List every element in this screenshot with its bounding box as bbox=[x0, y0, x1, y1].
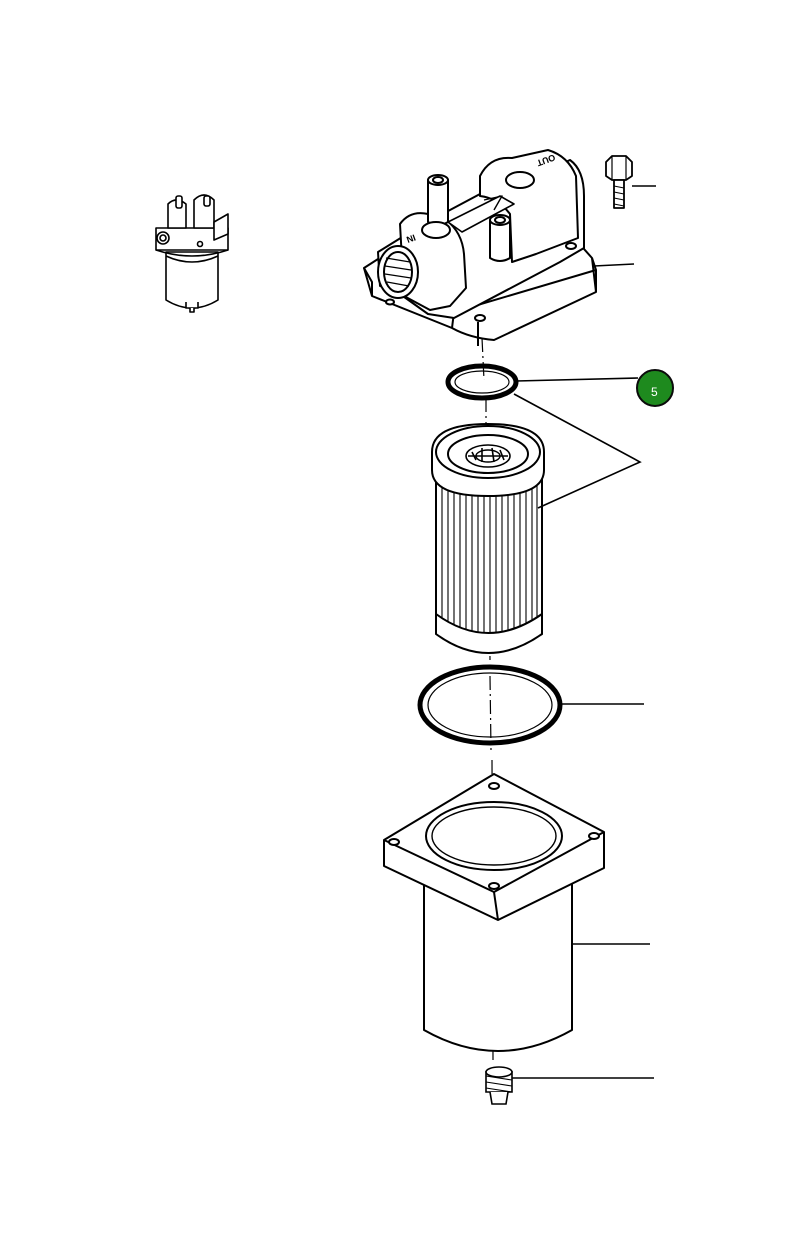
inlet-marking: IN bbox=[405, 232, 417, 244]
callout-o-ring[interactable]: 5 bbox=[636, 369, 674, 407]
drain-plug-illustration bbox=[485, 1066, 513, 1105]
o-ring-seal-illustration bbox=[445, 363, 519, 401]
leader-filter-head bbox=[593, 263, 635, 267]
filter-bowl-illustration bbox=[383, 773, 605, 1052]
callout-label: 5 bbox=[651, 385, 658, 399]
filter-element-illustration bbox=[431, 422, 545, 654]
callout-badge[interactable] bbox=[636, 369, 674, 407]
bowl-seal-ring-illustration bbox=[417, 664, 563, 746]
assembly-overview-illustration bbox=[155, 194, 229, 313]
leader-element-pair bbox=[513, 393, 642, 509]
leader-lines bbox=[512, 185, 656, 1079]
leader-o-ring bbox=[515, 377, 639, 382]
filter-pleats bbox=[441, 476, 538, 634]
cap-screw-illustration bbox=[605, 155, 633, 209]
filter-head-illustration bbox=[363, 149, 597, 346]
